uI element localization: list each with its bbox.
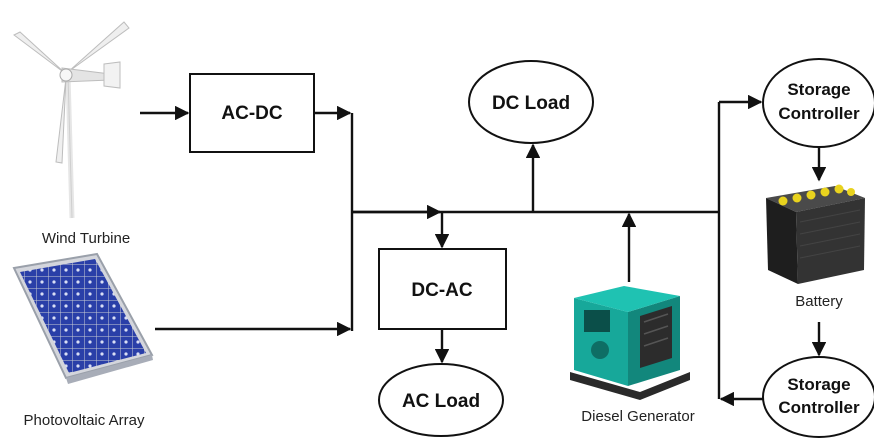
dc-load-label: DC Load xyxy=(492,93,570,114)
ac-load-node: AC Load xyxy=(378,363,504,437)
wind-turbine-caption: Wind Turbine xyxy=(42,230,130,247)
photovoltaic-array-caption: Photovoltaic Array xyxy=(24,412,145,429)
ac-dc-converter-block: AC-DC xyxy=(189,73,315,153)
battery-caption: Battery xyxy=(795,293,843,310)
diesel-generator-icon xyxy=(570,286,690,400)
dc-ac-label: DC-AC xyxy=(411,280,472,301)
ac-load-label: AC Load xyxy=(402,391,480,412)
wind-turbine-icon xyxy=(13,21,130,219)
connection-lines xyxy=(140,94,827,407)
storage-controller-top-line1: Storage xyxy=(787,80,850,99)
storage-controller-bottom-line1: Storage xyxy=(787,375,850,394)
dc-load-node: DC Load xyxy=(468,60,594,144)
ac-dc-label: AC-DC xyxy=(221,103,282,124)
storage-controller-bottom-node: Storage Controller xyxy=(762,356,874,438)
solar-panel-icon xyxy=(12,252,154,384)
storage-controller-top-line2: Controller xyxy=(778,104,860,123)
dc-ac-converter-block: DC-AC xyxy=(378,248,507,330)
battery-icon xyxy=(766,184,865,284)
diesel-generator-caption: Diesel Generator xyxy=(581,408,694,425)
storage-controller-bottom-line2: Controller xyxy=(778,398,860,417)
storage-controller-top-node: Storage Controller xyxy=(762,58,874,148)
